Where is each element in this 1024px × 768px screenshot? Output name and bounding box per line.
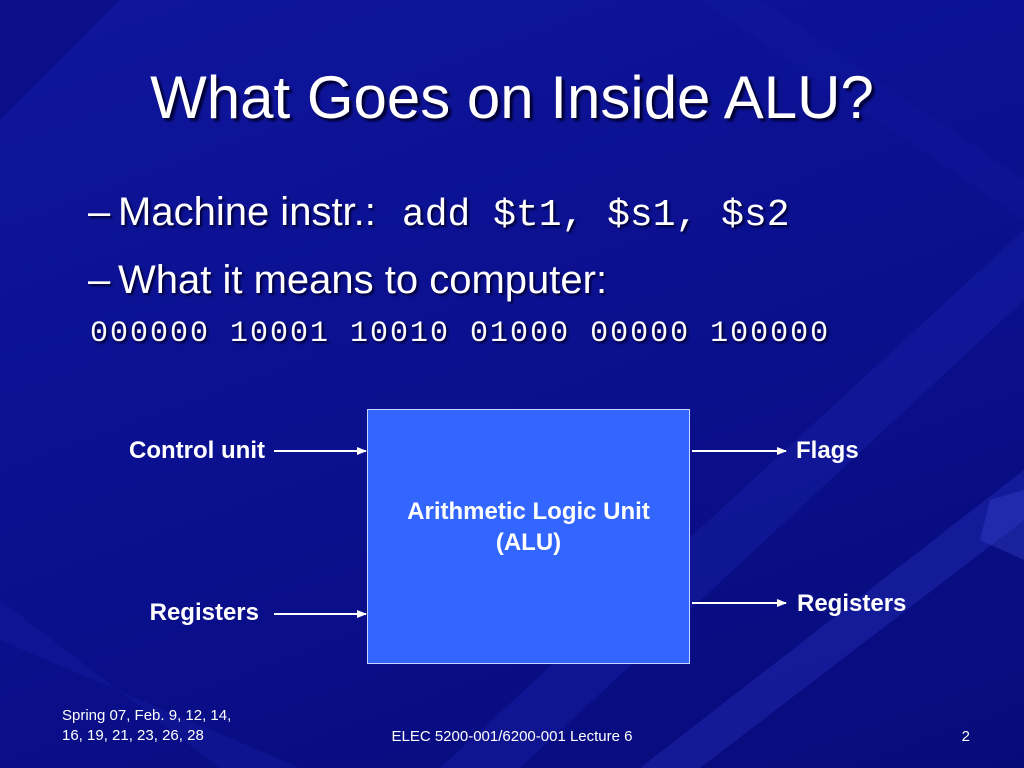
output-registers-label: Registers xyxy=(797,590,907,617)
bullet-dash: – xyxy=(88,190,111,234)
page-number: 2 xyxy=(961,728,970,745)
slide-title: What Goes on Inside ALU? xyxy=(150,64,874,131)
footer-date-line1: Spring 07, Feb. 9, 12, 14, xyxy=(62,707,232,724)
bullet-text: Machine instr.: xyxy=(118,190,376,234)
bullet-dash: – xyxy=(88,258,111,302)
bullet-machine-instr: –Machine instr.: add $t1, $s1, $s2 xyxy=(88,188,790,240)
output-flags-label: Flags xyxy=(796,437,859,464)
bullet-text: What it means to computer: xyxy=(118,258,608,302)
instruction-code: add $t1, $s1, $s2 xyxy=(401,194,790,237)
footer-course: ELEC 5200-001/6200-001 Lecture 6 xyxy=(391,728,633,745)
alu-label: Arithmetic Logic Unit (ALU) xyxy=(407,496,650,558)
footer-date-line2: 16, 19, 21, 23, 26, 28 xyxy=(62,727,204,744)
alu-label-line2: (ALU) xyxy=(495,528,562,556)
alu-label-line1: Arithmetic Logic Unit xyxy=(407,497,650,525)
binary-encoding: 000000 10001 10010 01000 00000 100000 xyxy=(90,317,831,351)
input-registers-label: Registers xyxy=(149,599,259,626)
bullet-meaning: –What it means to computer: xyxy=(88,256,607,304)
alu-block: Arithmetic Logic Unit (ALU) xyxy=(367,409,690,664)
input-control-unit-label: Control unit xyxy=(129,437,265,464)
footer-date: Spring 07, Feb. 9, 12, 14, 16, 19, 21, 2… xyxy=(62,706,272,746)
